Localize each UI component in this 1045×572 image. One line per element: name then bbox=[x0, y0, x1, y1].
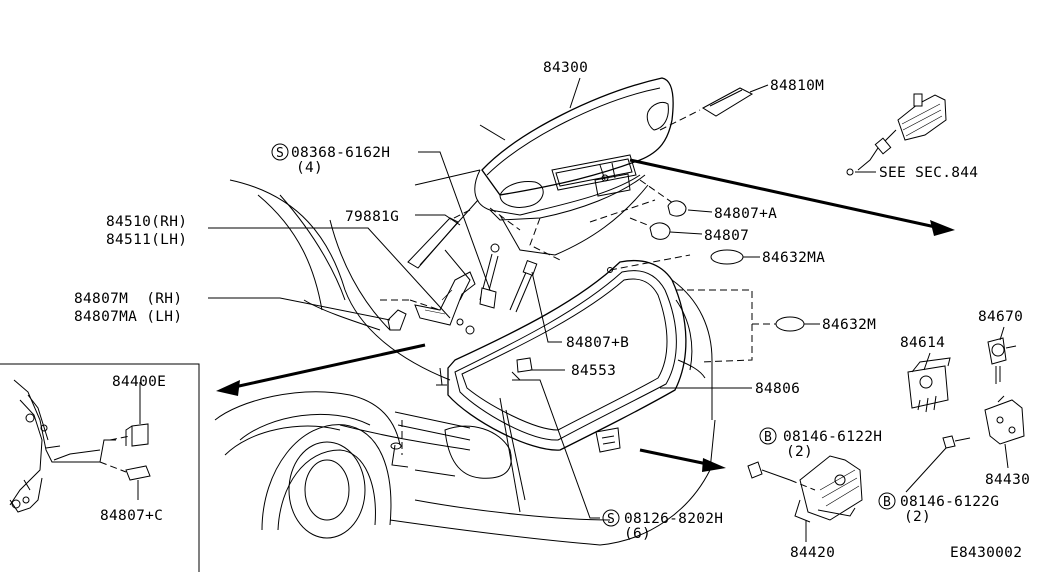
screw-symbol-2 bbox=[602, 509, 620, 527]
label-bolt-b2-qty: (2) bbox=[904, 509, 931, 525]
label-screw-s2-qty: (6) bbox=[624, 526, 651, 542]
direction-arrows bbox=[216, 158, 955, 472]
label-screw-s2-code: 08126-8202H bbox=[624, 511, 723, 527]
label-84300: 84300 bbox=[543, 60, 588, 76]
label-84511: 84511(LH) bbox=[106, 232, 187, 248]
label-bolt-b1-qty: (2) bbox=[786, 444, 813, 460]
label-screw-s1-code: 08368-6162H bbox=[291, 145, 390, 161]
label-84810m: 84810M bbox=[770, 78, 824, 94]
label-84430: 84430 bbox=[985, 472, 1030, 488]
bolt-symbol-2 bbox=[878, 492, 896, 510]
label-bolt-b2-code: 08146-6122G bbox=[900, 494, 999, 510]
label-84807c: 84807+C bbox=[100, 508, 163, 524]
label-bolt-b1-code: 08146-6122H bbox=[783, 429, 882, 445]
label-84806: 84806 bbox=[755, 381, 800, 397]
label-screw-s1-symbol: S bbox=[276, 146, 284, 161]
bolt-symbol-1 bbox=[759, 427, 777, 445]
inset-detail bbox=[0, 363, 200, 572]
label-84807ma: 84807MA (LH) bbox=[74, 309, 182, 325]
drawing-code: E8430002 bbox=[950, 545, 1022, 561]
part-labels: 84300 84810M SEE SEC.844 S 08368-6162H (… bbox=[74, 60, 1030, 561]
leader-lines bbox=[139, 77, 1009, 542]
label-84632m: 84632M bbox=[822, 317, 876, 333]
label-84807a: 84807+A bbox=[714, 206, 777, 222]
label-84553: 84553 bbox=[571, 363, 616, 379]
label-screw-s1-qty: (4) bbox=[296, 160, 323, 176]
label-84807: 84807 bbox=[704, 228, 749, 244]
label-84420: 84420 bbox=[790, 545, 835, 561]
trunk-lid bbox=[380, 77, 701, 335]
label-84400e: 84400E bbox=[112, 374, 166, 390]
car-body bbox=[214, 179, 716, 546]
label-84632ma: 84632MA bbox=[762, 250, 825, 266]
label-84614: 84614 bbox=[900, 335, 945, 351]
label-84510: 84510(RH) bbox=[106, 214, 187, 230]
label-bolt-b1-symbol: B bbox=[764, 430, 772, 445]
label-84807m: 84807M (RH) bbox=[74, 291, 182, 307]
small-parts bbox=[387, 87, 1025, 523]
label-bolt-b2-symbol: B bbox=[883, 495, 891, 510]
label-79881g: 79881G bbox=[345, 209, 399, 225]
label-84670: 84670 bbox=[978, 309, 1023, 325]
screw-symbol-1 bbox=[271, 143, 289, 161]
label-84807b: 84807+B bbox=[566, 335, 629, 351]
label-screw-s2-symbol: S bbox=[607, 512, 615, 527]
label-see-sec: SEE SEC.844 bbox=[879, 165, 978, 181]
